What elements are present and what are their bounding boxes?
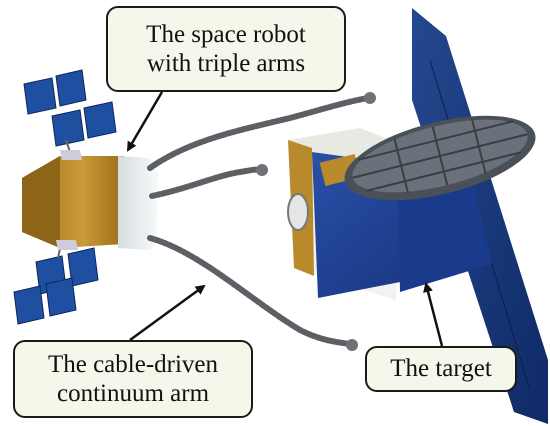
target-label: The target xyxy=(390,355,492,383)
target-label-box: The target xyxy=(365,346,517,392)
continuum-arms xyxy=(147,95,371,347)
dish-antenna-icon xyxy=(344,115,536,201)
arm-label-line1: The cable-driven xyxy=(47,350,219,378)
robot-label-line1: The space robot xyxy=(146,20,306,48)
arm-label-line2: continuum arm xyxy=(56,380,210,407)
robot-bus xyxy=(22,150,158,250)
arm-tip-upper xyxy=(364,92,376,104)
arm-pointer-arrow xyxy=(129,284,206,342)
arm-label-box: The cable-driven continuum arm xyxy=(13,340,253,418)
docking-ring-icon xyxy=(287,193,309,231)
robot-label-box: The space robot with triple arms xyxy=(106,6,346,92)
robot-label-line2: with triple arms xyxy=(146,50,306,77)
target-body xyxy=(287,115,536,300)
target-pointer-arrow xyxy=(423,282,444,347)
robot-solar-panels xyxy=(13,69,117,325)
arm-tip-middle xyxy=(256,164,268,176)
arm-end-effectors xyxy=(256,92,376,351)
callout-arrows xyxy=(126,91,444,347)
robot-pointer-arrow xyxy=(126,91,164,152)
arm-tip-lower xyxy=(346,339,358,351)
